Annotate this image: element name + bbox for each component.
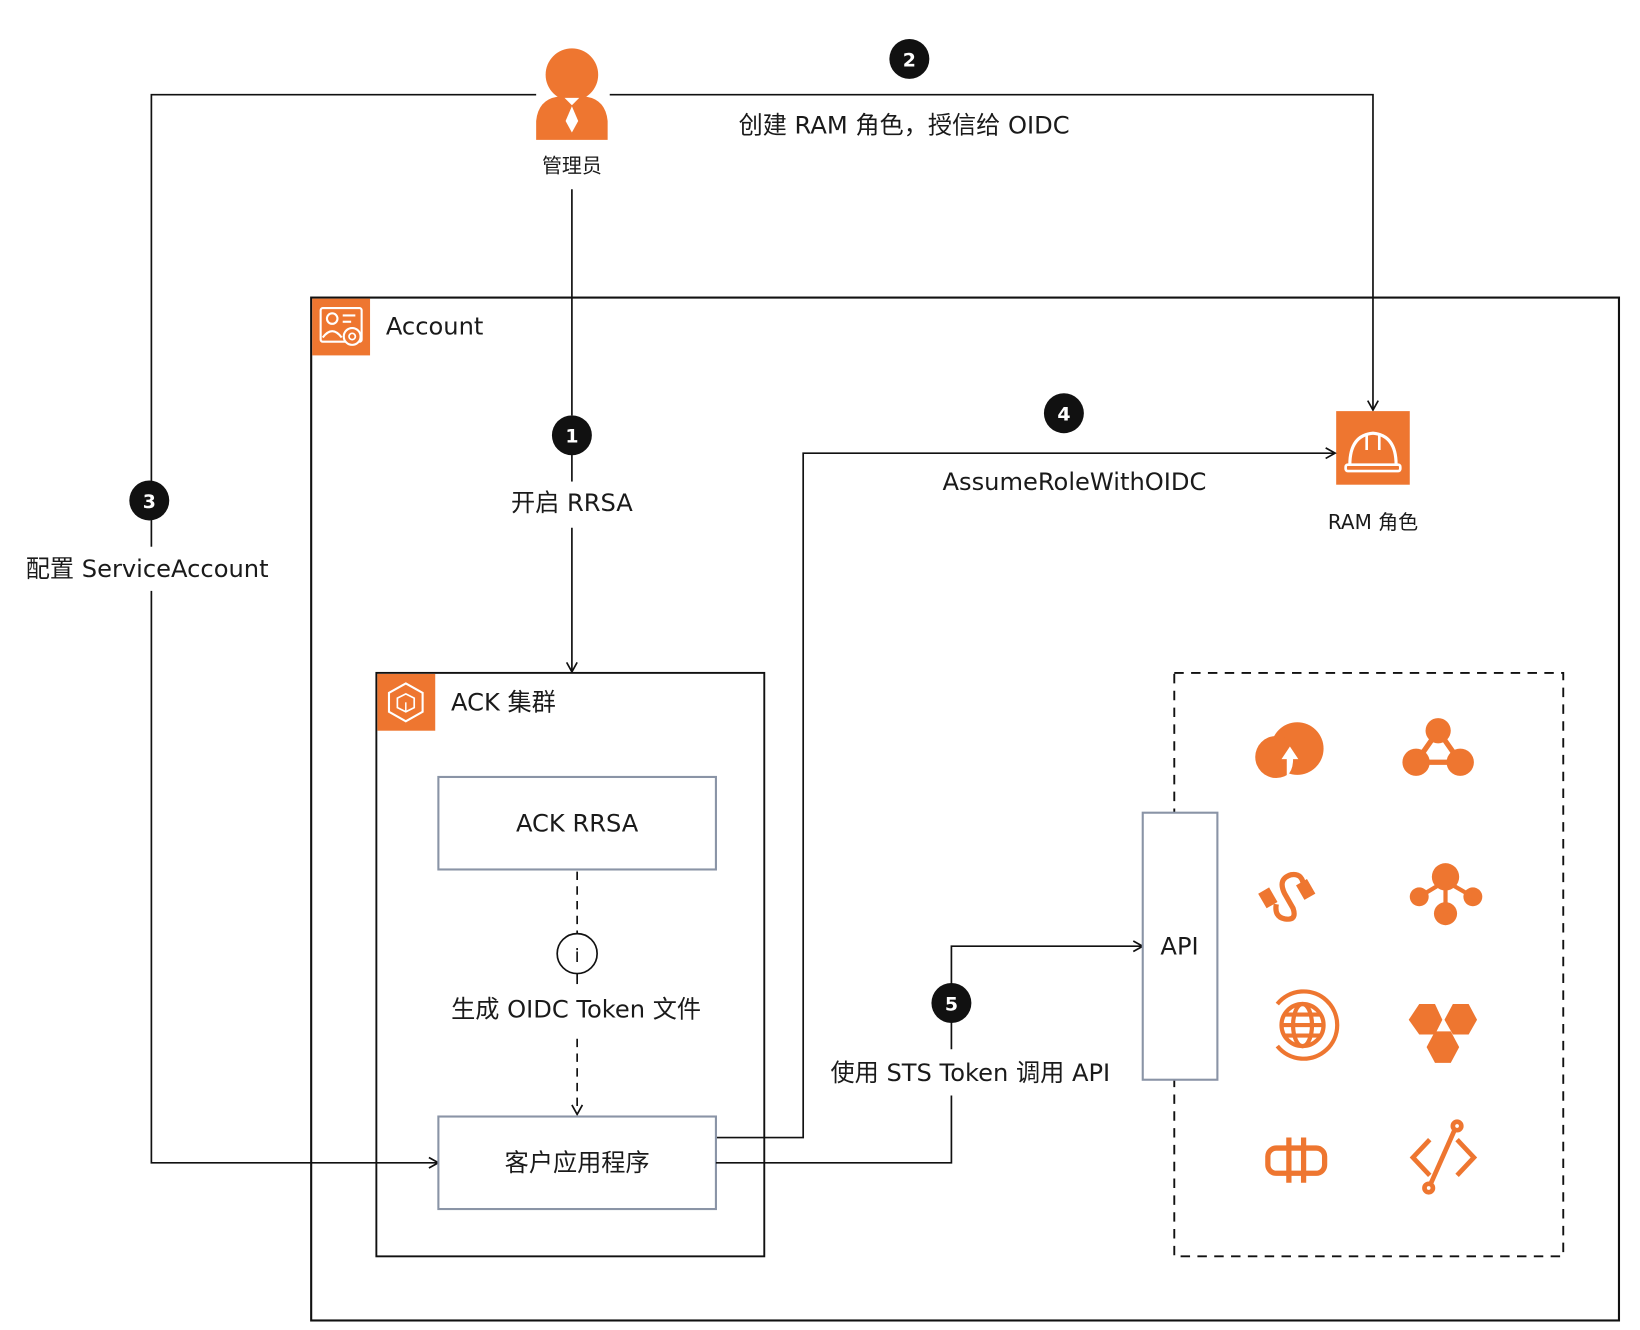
account-boundary <box>310 296 1621 1322</box>
step-4-badge <box>1043 393 1084 434</box>
step-1-label: 开启 RRSA <box>511 489 633 517</box>
cloud-upload-icon <box>1255 722 1324 779</box>
step-5-label: 使用 STS Token 调用 API <box>830 1059 1110 1087</box>
step-3-connector <box>150 93 537 1169</box>
triangle-network-icon <box>1402 718 1474 776</box>
ack-cluster-icon <box>377 673 436 731</box>
step-2-label: 创建 RAM 角色，授信给 OIDC <box>739 112 1070 140</box>
step-1-badge <box>551 415 592 456</box>
branch-network-icon <box>1409 863 1483 926</box>
hard-hat-icon[interactable] <box>1336 411 1410 485</box>
step-5-badge <box>931 983 972 1023</box>
step-5-connector <box>950 940 1145 1050</box>
ack-cluster-boundary <box>375 671 766 1258</box>
oidc-token-label: 生成 OIDC Token 文件 <box>451 996 701 1024</box>
hexagon-cluster-icon <box>1408 1004 1478 1063</box>
step-4-number: 4 <box>1057 404 1070 426</box>
step-1-number: 1 <box>565 426 578 448</box>
info-glyph: i <box>575 945 580 967</box>
ram-role-label: RAM 角色 <box>1328 510 1418 534</box>
globe-sync-icon <box>1275 989 1340 1061</box>
cable-connector-icon <box>1258 871 1316 922</box>
api-box[interactable] <box>1141 811 1219 1081</box>
admin-user-icon[interactable] <box>536 48 608 140</box>
ack-cluster-label: ACK 集群 <box>451 689 556 717</box>
step-3-label: 配置 ServiceAccount <box>26 555 269 583</box>
code-circuit-icon <box>1409 1119 1478 1195</box>
cloud-services-group <box>1173 671 1565 1258</box>
account-label: Account <box>386 312 484 340</box>
step-5-number: 5 <box>945 993 958 1015</box>
step-2-number: 2 <box>903 49 916 71</box>
admin-label: 管理员 <box>542 153 602 177</box>
step-2-badge <box>889 38 930 79</box>
step-4-connector <box>715 447 1337 1139</box>
account-settings-icon <box>312 298 371 356</box>
ack-rrsa-box[interactable] <box>437 775 717 871</box>
step-2-connector <box>609 93 1379 412</box>
step-4-label: AssumeRoleWithOIDC <box>942 468 1206 496</box>
ack-rrsa-label: ACK RRSA <box>516 810 639 838</box>
step-3-badge <box>129 480 170 521</box>
api-label: API <box>1160 933 1198 961</box>
gateway-bridge-icon <box>1265 1137 1328 1183</box>
step-3-number: 3 <box>143 491 156 513</box>
client-app-label: 客户应用程序 <box>505 1149 650 1177</box>
